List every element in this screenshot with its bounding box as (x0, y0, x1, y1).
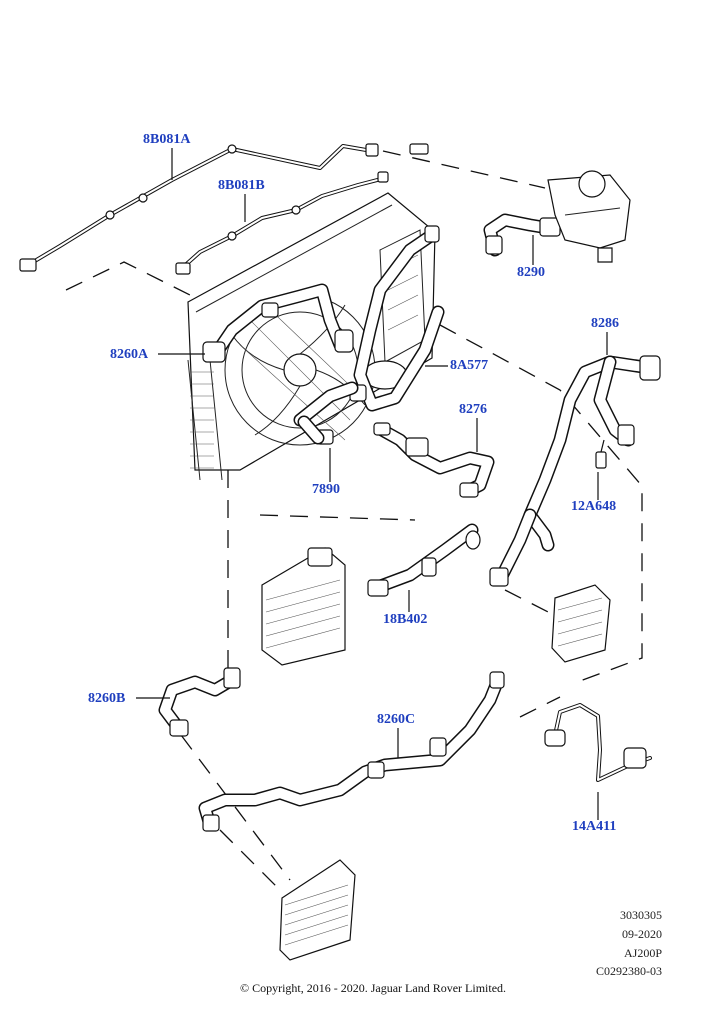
label-8260A[interactable]: 8260A (110, 347, 149, 362)
oil-cooler (551, 584, 611, 663)
label-12A648[interactable]: 12A648 (571, 499, 617, 514)
vent-pipe-8B081B[interactable] (175, 171, 389, 275)
radiator-fan-module (187, 192, 436, 481)
hose-8260A[interactable] (202, 283, 354, 363)
pipe-18B402[interactable] (367, 523, 481, 597)
hose-8290[interactable] (483, 213, 561, 257)
hose-7890[interactable] (293, 381, 359, 445)
auxiliary-radiator (279, 859, 356, 961)
diagram-reference: C0292380-03 (596, 964, 662, 978)
diagram-model: AJ200P (623, 946, 662, 960)
hose-8260C[interactable] (198, 671, 505, 832)
label-8A577[interactable]: 8A577 (450, 358, 489, 373)
label-8260C[interactable]: 8260C (377, 712, 416, 727)
hose-8286[interactable] (489, 355, 661, 587)
diagram-code: 3030305 (620, 908, 662, 922)
label-14A411[interactable]: 14A411 (572, 819, 617, 834)
harness-14A411[interactable] (544, 703, 652, 782)
hose-8A577[interactable] (349, 225, 445, 412)
label-7890[interactable]: 7890 (312, 482, 340, 497)
vent-pipe-8B081A[interactable] (19, 143, 429, 272)
hose-8276[interactable] (373, 422, 495, 498)
label-8B081B[interactable]: 8B081B (218, 178, 265, 193)
radiator-fins (190, 371, 214, 469)
charge-air-cooler (261, 547, 346, 666)
label-8260B[interactable]: 8260B (88, 691, 126, 706)
diagram-date: 09-2020 (622, 927, 662, 941)
copyright-notice: © Copyright, 2016 - 2020. Jaguar Land Ro… (239, 981, 507, 995)
sensor-12A648[interactable] (595, 439, 607, 469)
label-8276[interactable]: 8276 (459, 402, 487, 417)
label-8290[interactable]: 8290 (517, 265, 545, 280)
expansion-tank (547, 170, 631, 263)
hose-8260B[interactable] (158, 667, 241, 737)
label-8B081A[interactable]: 8B081A (143, 132, 191, 147)
assembly-guide-lines (65, 150, 643, 891)
label-8286[interactable]: 8286 (591, 316, 619, 331)
leader-lines (136, 148, 608, 820)
label-18B402[interactable]: 18B402 (383, 612, 428, 627)
